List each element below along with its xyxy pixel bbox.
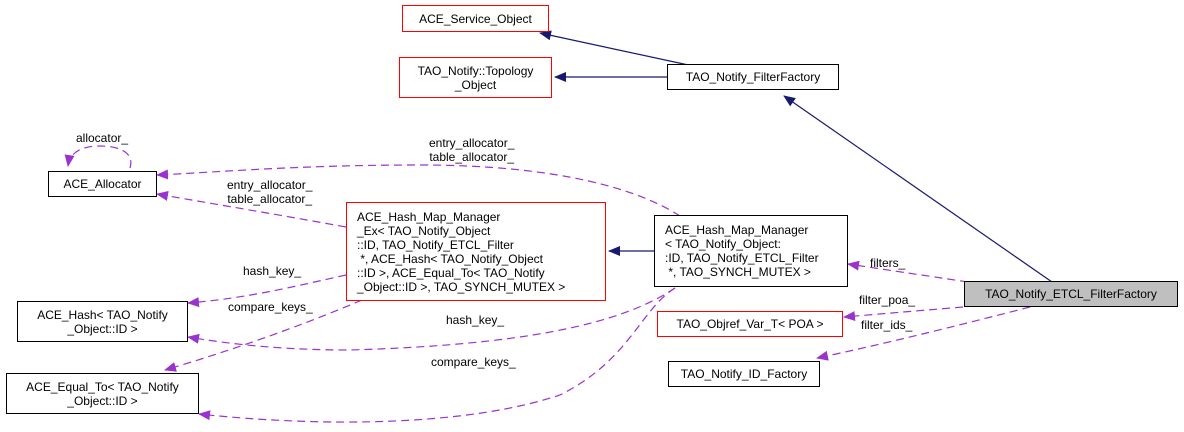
node-hash-map-manager-ex[interactable]: ACE_Hash_Map_Manager _Ex< TAO_Notify_Obj… — [346, 202, 606, 301]
label-allocators-manager-ex: entry_allocator_ table_allocator_ — [227, 178, 313, 206]
node-ace-service-object[interactable]: ACE_Service_Object — [402, 5, 549, 32]
label-filter-ids: filter_ids_ — [861, 318, 913, 332]
edge-manager-to-equal — [198, 287, 676, 423]
node-ace-hash[interactable]: ACE_Hash< TAO_Notify _Object::ID > — [17, 301, 188, 342]
label-compare-keys: compare_keys_ — [431, 355, 516, 369]
edge-manager-ex-to-equal — [164, 299, 363, 372]
node-hash-map-manager[interactable]: ACE_Hash_Map_Manager < TAO_Notify_Object… — [654, 215, 848, 287]
edge-manager-to-hash — [187, 287, 676, 351]
node-tao-filterfactory[interactable]: TAO_Notify_FilterFactory — [667, 64, 839, 90]
node-tao-topology-object[interactable]: TAO_Notify::Topology _Object — [399, 57, 552, 98]
edge-manager-to-allocator — [156, 164, 681, 217]
label-filters: filters_ — [870, 256, 906, 270]
label-allocators-manager: entry_allocator_ table_allocator_ — [429, 136, 515, 164]
edge-manager-ex-to-hash — [187, 274, 347, 308]
node-tao-objref-var[interactable]: TAO_Objref_Var_T< POA > — [657, 311, 843, 337]
label-hash-key: hash_key_ — [446, 313, 505, 327]
node-tao-etcl-filterfactory[interactable]: TAO_Notify_ETCL_FilterFactory — [964, 281, 1178, 307]
label-compare-keys-ex: compare_keys_ — [228, 300, 313, 314]
edge-etcl-to-objref — [843, 306, 964, 322]
node-ace-allocator[interactable]: ACE_Allocator — [48, 171, 157, 197]
edge-filterfactory-to-service-object — [539, 30, 694, 67]
edge-etcl-to-manager — [847, 260, 969, 283]
node-ace-equal-to[interactable]: ACE_Equal_To< TAO_Notify _Object::ID > — [6, 373, 199, 414]
edge-manager-ex-to-allocator — [156, 190, 347, 228]
edge-etcl-to-id-factory — [816, 306, 1031, 361]
edge-etcl-to-filterfactory — [783, 95, 1053, 283]
label-allocator-self: allocator_ — [76, 131, 129, 145]
label-hash-key-ex: hash_key_ — [243, 264, 302, 278]
label-filter-poa: filter_poa_ — [859, 293, 916, 307]
edge-allocator-self — [64, 145, 132, 169]
node-tao-id-factory[interactable]: TAO_Notify_ID_Factory — [668, 361, 820, 387]
